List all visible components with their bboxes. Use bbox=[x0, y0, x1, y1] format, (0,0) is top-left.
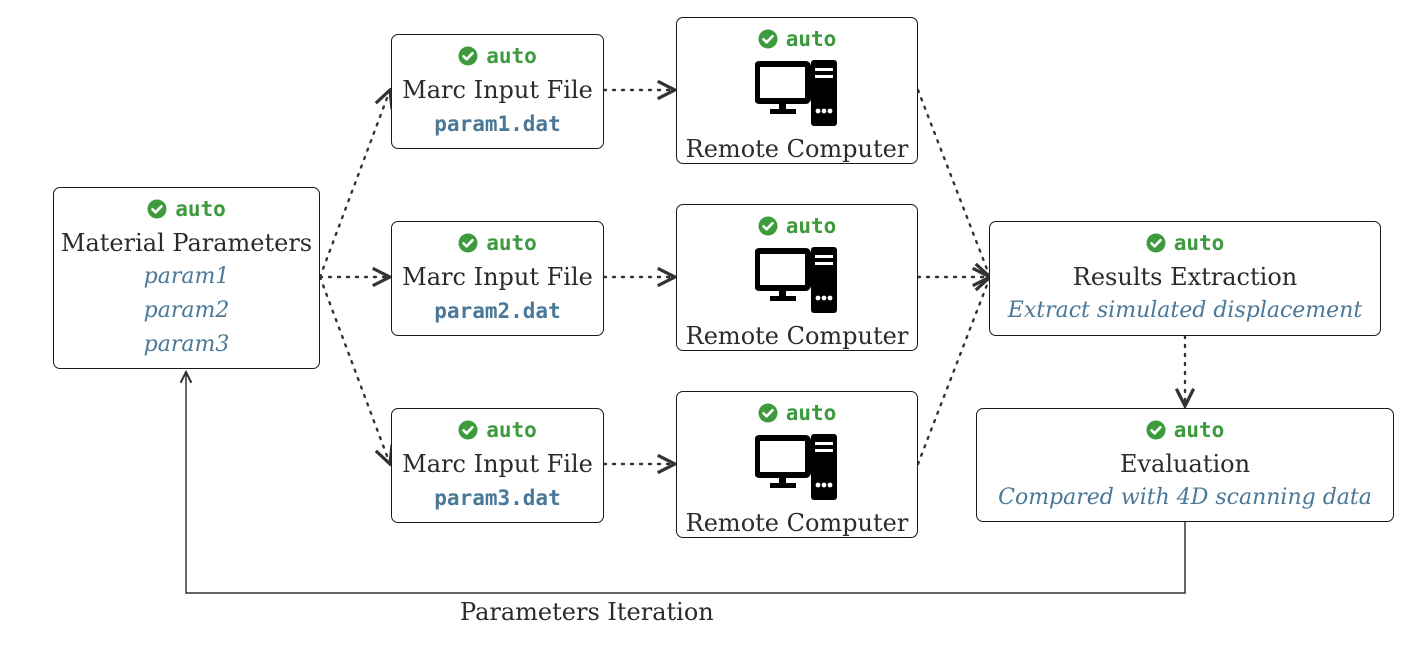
loop-label: Parameters Iteration bbox=[460, 598, 714, 626]
node-title: Marc Input File bbox=[402, 450, 593, 478]
status-label: auto bbox=[785, 27, 837, 51]
check-circle-icon bbox=[458, 420, 478, 440]
check-circle-icon bbox=[758, 403, 778, 423]
node-title: Remote Computer bbox=[685, 135, 909, 163]
node-description: Extract simulated displacement bbox=[1007, 298, 1363, 323]
status-label: auto bbox=[486, 44, 537, 68]
remote-computer-node-2: auto Remote Computer bbox=[676, 204, 918, 351]
computer-icon bbox=[755, 247, 837, 313]
status-badge: auto bbox=[392, 39, 603, 73]
check-circle-icon bbox=[147, 199, 167, 219]
status-label: auto bbox=[785, 214, 837, 238]
param-item: param3 bbox=[143, 332, 230, 357]
status-badge: auto bbox=[977, 413, 1393, 447]
edge-material-to-input1 bbox=[318, 90, 390, 279]
status-badge: auto bbox=[677, 209, 917, 243]
status-label: auto bbox=[1173, 231, 1225, 255]
status-badge: auto bbox=[392, 226, 603, 260]
status-label: auto bbox=[175, 197, 226, 221]
param-item: param1 bbox=[143, 264, 230, 289]
file-name: param3.dat bbox=[434, 486, 561, 510]
evaluation-node: auto Evaluation Compared with 4D scannin… bbox=[976, 408, 1394, 522]
param-item: param2 bbox=[143, 298, 230, 323]
edge-remote3-to-results bbox=[916, 277, 990, 466]
input-file-node-2: auto Marc Input File param2.dat bbox=[391, 221, 604, 336]
edge-remote1-to-results bbox=[916, 88, 990, 277]
file-name: param2.dat bbox=[434, 299, 561, 323]
node-title: Remote Computer bbox=[685, 509, 909, 537]
material-parameters-node: auto Material Parameters param1 param2 p… bbox=[53, 187, 320, 369]
node-title: Evaluation bbox=[1119, 450, 1251, 478]
computer-icon bbox=[755, 434, 837, 500]
status-badge: auto bbox=[677, 22, 917, 56]
check-circle-icon bbox=[758, 29, 778, 49]
status-label: auto bbox=[1173, 418, 1225, 442]
check-circle-icon bbox=[458, 233, 478, 253]
file-name: param1.dat bbox=[434, 112, 561, 136]
node-description: Compared with 4D scanning data bbox=[998, 485, 1372, 510]
node-title: Remote Computer bbox=[685, 322, 909, 350]
check-circle-icon bbox=[1146, 420, 1166, 440]
edge-material-to-input3 bbox=[318, 275, 390, 464]
status-label: auto bbox=[785, 401, 837, 425]
status-badge: auto bbox=[677, 396, 917, 430]
status-badge: auto bbox=[392, 413, 603, 447]
remote-computer-node-1: auto Remote Computer bbox=[676, 17, 918, 164]
input-file-node-1: auto Marc Input File param1.dat bbox=[391, 34, 604, 149]
status-label: auto bbox=[486, 231, 537, 255]
status-badge: auto bbox=[990, 226, 1380, 260]
node-title: Results Extraction bbox=[1072, 263, 1298, 291]
check-circle-icon bbox=[1146, 233, 1166, 253]
node-title: Marc Input File bbox=[402, 76, 593, 104]
results-extraction-node: auto Results Extraction Extract simulate… bbox=[989, 221, 1381, 336]
input-file-node-3: auto Marc Input File param3.dat bbox=[391, 408, 604, 523]
check-circle-icon bbox=[458, 46, 478, 66]
edge-evaluation-to-material-loop bbox=[186, 372, 1186, 594]
status-badge: auto bbox=[54, 192, 319, 226]
node-title: Marc Input File bbox=[402, 263, 593, 291]
remote-computer-node-3: auto Remote Computer bbox=[676, 391, 918, 538]
node-title: Material Parameters bbox=[60, 229, 313, 257]
check-circle-icon bbox=[758, 216, 778, 236]
computer-icon bbox=[755, 60, 837, 126]
status-label: auto bbox=[486, 418, 537, 442]
